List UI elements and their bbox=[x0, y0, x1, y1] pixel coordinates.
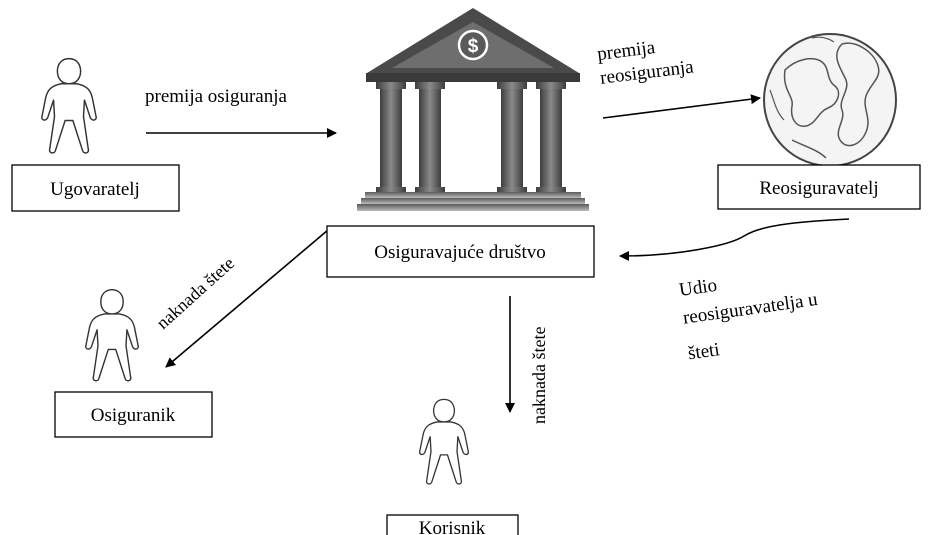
naknada-stete-osiguranik-label: naknada štete bbox=[152, 253, 238, 333]
udio-reosiguravatelja-label: Udio reosiguravatelja u šteti bbox=[678, 275, 820, 364]
udio-line1: Udio bbox=[678, 275, 719, 301]
osiguranik-label: Osiguranik bbox=[91, 405, 176, 426]
osiguranik-person-icon bbox=[85, 288, 139, 382]
arrow-drustvo-to-osiguranik bbox=[165, 229, 329, 368]
ugovaratelj-label: Ugovaratelj bbox=[50, 179, 140, 200]
globe-icon bbox=[763, 33, 897, 167]
korisnik-label: Korisnik bbox=[419, 518, 486, 535]
ugovaratelj-person-icon bbox=[41, 57, 97, 154]
korisnik-person-icon bbox=[418, 398, 470, 485]
osiguravajuce-drustvo-box: Osiguravajuće društvo bbox=[326, 225, 595, 278]
ugovaratelj-box: Ugovaratelj bbox=[11, 164, 180, 212]
arrow-reosiguravatelj-to-drustvo bbox=[619, 218, 850, 261]
arrow-drustvo-to-reosiguravatelj bbox=[602, 94, 761, 119]
premija-osiguranja-label: premija osiguranja bbox=[145, 86, 287, 107]
premija-reosiguranja-line1: premija bbox=[596, 37, 657, 65]
svg-text:$: $ bbox=[468, 36, 479, 57]
reosiguravatelj-label: Reosiguravatelj bbox=[759, 178, 878, 199]
reosiguravatelj-box: Reosiguravatelj bbox=[717, 164, 921, 210]
udio-line3: šteti bbox=[687, 339, 721, 364]
naknada-stete-korisnik-label: naknada štete bbox=[529, 327, 549, 424]
korisnik-box: Korisnik bbox=[386, 514, 519, 535]
osiguravajuce-drustvo-label: Osiguravajuće društvo bbox=[374, 242, 545, 263]
osiguranik-box: Osiguranik bbox=[54, 391, 213, 438]
premija-reosiguranja-label: premija reosiguranja bbox=[596, 37, 695, 89]
dollar-icon: $ bbox=[457, 29, 489, 61]
